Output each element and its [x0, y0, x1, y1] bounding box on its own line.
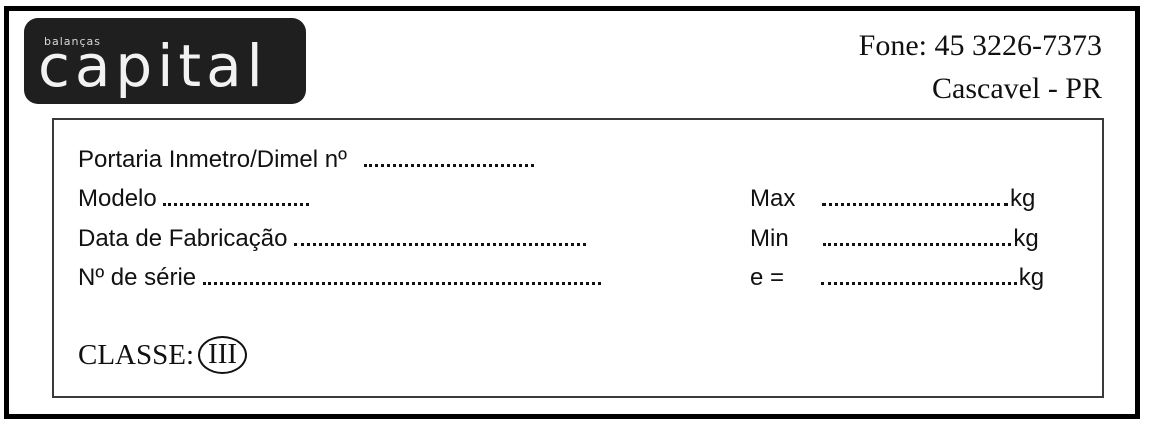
data-fabricacao-field: Data de Fabricação — [78, 225, 587, 253]
contact-info: Fone: 45 3226-7373 Cascavel - PR — [859, 24, 1102, 110]
min-label: Min — [750, 225, 789, 252]
portaria-label: Portaria Inmetro/Dimel nº — [78, 146, 347, 173]
max-field: Max kg — [750, 185, 1035, 213]
max-blank — [822, 185, 1009, 206]
min-unit: kg — [1013, 225, 1039, 252]
min-blank — [823, 225, 1012, 246]
max-unit: kg — [1010, 185, 1036, 212]
logo-tagline: balanças — [44, 35, 102, 48]
specification-box — [52, 118, 1104, 398]
numero-serie-label: Nº de série — [78, 264, 197, 291]
e-unit: kg — [1018, 264, 1045, 291]
modelo-blank — [163, 185, 310, 206]
brand-logo: balanças capital — [24, 18, 306, 104]
e-field: e = kg — [750, 264, 1044, 292]
data-fabricacao-blank — [294, 225, 587, 246]
phone-number: Fone: 45 3226-7373 — [858, 29, 1102, 62]
modelo-label: Modelo — [78, 185, 157, 212]
modelo-field: Modelo — [78, 185, 310, 213]
numero-serie-blank — [202, 264, 601, 285]
portaria-field: Portaria Inmetro/Dimel nº — [78, 146, 534, 174]
classe-label: CLASSE: — [78, 338, 195, 371]
numero-serie-field: Nº de série — [78, 264, 601, 292]
e-blank — [820, 264, 1017, 285]
max-label: Max — [750, 185, 796, 212]
classe-badge: III — [198, 336, 248, 374]
portaria-blank — [363, 146, 534, 167]
logo-wordmark: capital — [38, 32, 268, 100]
data-fabricacao-label: Data de Fabricação — [78, 225, 288, 252]
classe-field: CLASSE: III — [78, 336, 248, 374]
city-state: Cascavel - PR — [932, 72, 1102, 105]
e-label: e = — [750, 264, 785, 291]
min-field: Min kg — [750, 225, 1039, 253]
